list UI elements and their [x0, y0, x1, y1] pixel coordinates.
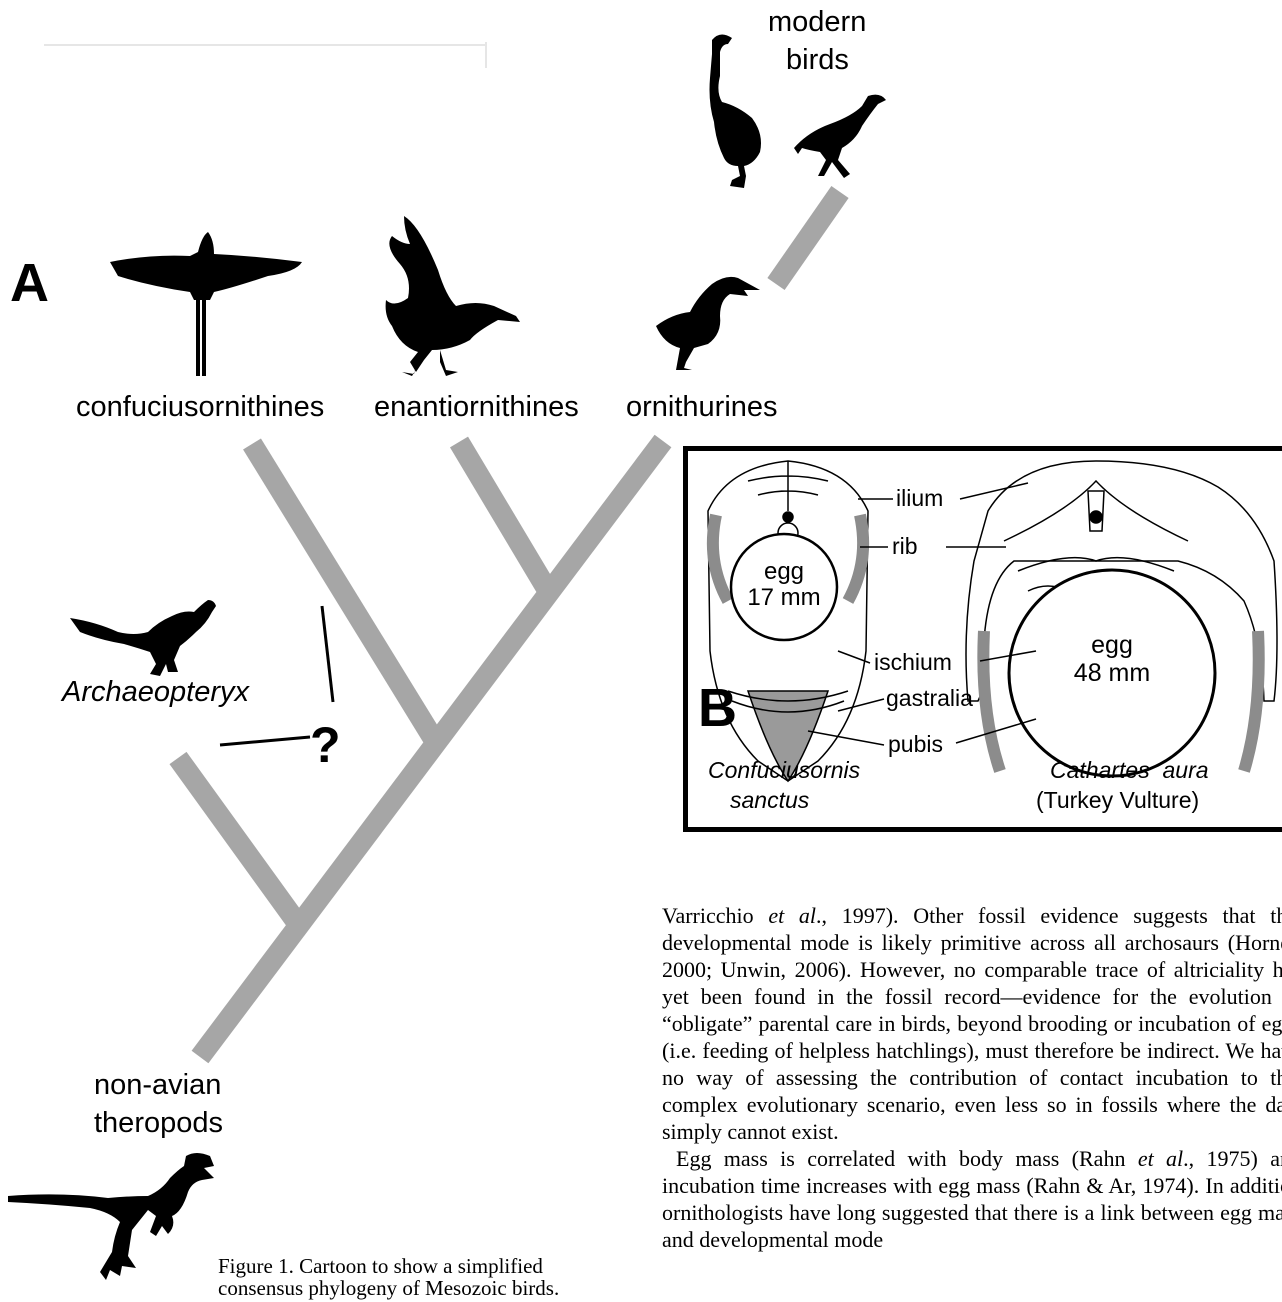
branch-main	[200, 441, 663, 1057]
large-egg-word: egg	[1042, 631, 1182, 659]
species-left-genus: Confuciusornis	[708, 757, 860, 784]
ratite-silhouette	[710, 34, 762, 188]
p2-etal: et al	[1138, 1146, 1183, 1171]
small-egg-size: 17 mm	[728, 585, 840, 611]
branch-enantiornithines	[459, 442, 548, 591]
p1-start: Varricchio	[662, 903, 768, 928]
nonavian-label-line2: theropods	[94, 1107, 223, 1140]
pubis-label: pubis	[888, 731, 943, 758]
species-right-binomial: Cathartes aura	[1050, 757, 1209, 784]
enantiornithine-silhouette	[386, 216, 520, 376]
large-egg-size: 48 mm	[1042, 659, 1182, 687]
archaeopteryx-label: Archaeopteryx	[62, 676, 249, 709]
branch-confuciusornithines	[252, 444, 436, 743]
panel-a-letter: A	[10, 252, 49, 314]
enantiornithines-label: enantiornithines	[374, 391, 579, 424]
panel-b-letter: B	[698, 677, 737, 739]
branch-modern-birds	[776, 192, 840, 284]
body-text: Varricchio et al., 1997). Other fossil e…	[662, 902, 1282, 1253]
figure-caption-line2: consensus phylogeny of Mesozoic birds.	[218, 1275, 559, 1301]
paragraph-1: Varricchio et al., 1997). Other fossil e…	[662, 902, 1282, 1145]
rib-label: rib	[892, 533, 918, 560]
p1-etal: et al	[768, 903, 816, 928]
small-egg-word: egg	[728, 559, 840, 585]
paragraph-2: Egg mass is correlated with body mass (R…	[662, 1145, 1282, 1253]
modern-birds-label-line1: modern	[768, 6, 866, 39]
nonavian-label-line1: non-avian	[94, 1069, 221, 1102]
modern-birds-label-line2: birds	[786, 44, 849, 77]
theropod-silhouette	[8, 1153, 214, 1280]
gastralia-label: gastralia	[886, 685, 973, 712]
perching-bird-silhouette	[794, 95, 886, 178]
ornithurine-silhouette	[656, 277, 760, 370]
question-connector-left	[220, 737, 310, 745]
branch-archaeopteryx	[178, 758, 303, 931]
ilium-label: ilium	[896, 485, 943, 512]
p1-rest: ., 1997). Other fossil evidence suggests…	[662, 903, 1282, 1144]
panel-b-frame: egg 17 mm egg 48 mm ilium rib ischium ga…	[683, 446, 1282, 832]
species-right-common: (Turkey Vulture)	[1036, 787, 1199, 814]
confuciusornithines-label: confuciusornithines	[76, 391, 324, 424]
question-mark: ?	[310, 716, 341, 774]
archaeopteryx-silhouette	[70, 600, 216, 676]
confuciusornis-silhouette	[110, 232, 302, 376]
ornithurines-label: ornithurines	[626, 391, 778, 424]
question-connector-upper	[322, 606, 333, 702]
species-left-epithet: sanctus	[730, 787, 809, 814]
p2-start: Egg mass is correlated with body mass (R…	[676, 1146, 1138, 1171]
ischium-label: ischium	[874, 649, 952, 676]
